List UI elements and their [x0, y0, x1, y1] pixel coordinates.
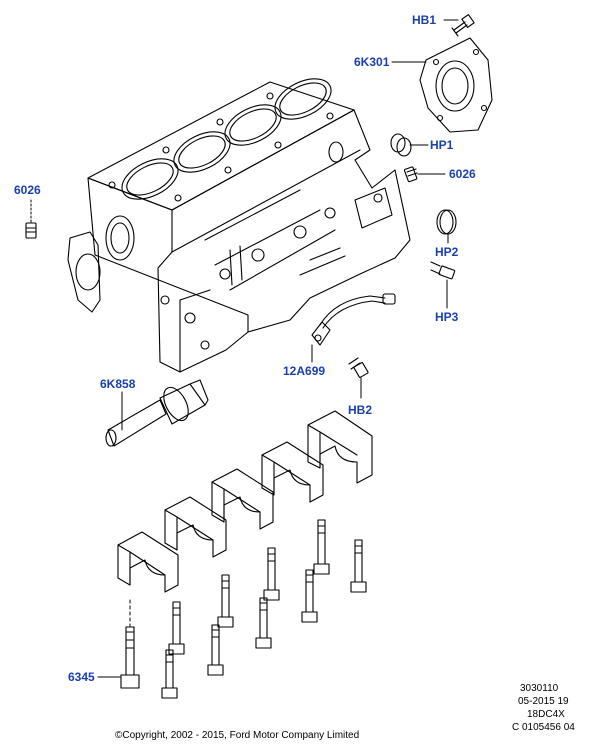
dowel-6026-left	[25, 222, 37, 239]
callout-hp2: HP2	[435, 245, 459, 259]
bolt-hp3	[430, 261, 456, 280]
info-line-4: C 0105456 04	[512, 722, 575, 733]
info-line-2: 05-2015 19	[518, 696, 569, 707]
tool-6k858	[105, 379, 209, 447]
leader-lines	[30, 19, 459, 678]
callout-6345: 6345	[68, 670, 95, 684]
bearing-cap-5	[307, 410, 373, 484]
callout-hb1: HB1	[412, 13, 437, 27]
plug-hp2	[436, 209, 457, 235]
callout-6026-right: 6026	[449, 167, 476, 181]
info-line-1: 3030110	[520, 683, 559, 694]
plug-hp1	[390, 133, 412, 157]
callout-6k301: 6K301	[354, 55, 390, 69]
bearing-cap-2	[164, 496, 227, 558]
dowel-6026-right	[403, 166, 418, 183]
callout-hp3: HP3	[435, 310, 459, 324]
engine-block	[67, 78, 411, 373]
callout-hb2: HB2	[348, 403, 373, 417]
copyright-text: ©Copyright, 2002 - 2015, Ford Motor Comp…	[115, 730, 360, 741]
bearing-cap-1	[117, 531, 179, 593]
rear-oil-seal-6k301	[419, 37, 493, 133]
callout-12a699: 12A699	[283, 364, 326, 378]
cap-bolts	[120, 519, 367, 699]
callout-6026-left: 6026	[14, 183, 41, 197]
callout-hp1: HP1	[430, 138, 454, 152]
bearing-cap-4	[261, 441, 324, 503]
bearing-cap-3	[211, 468, 274, 530]
main-bearing-caps	[117, 410, 373, 593]
bolt-hb2	[348, 357, 369, 378]
bolt-hb1	[451, 14, 475, 37]
bolt-6345	[120, 626, 140, 689]
info-line-3: 18DC4X	[527, 709, 565, 720]
callout-6k858: 6K858	[100, 377, 136, 391]
sensor-12a699	[311, 293, 396, 346]
